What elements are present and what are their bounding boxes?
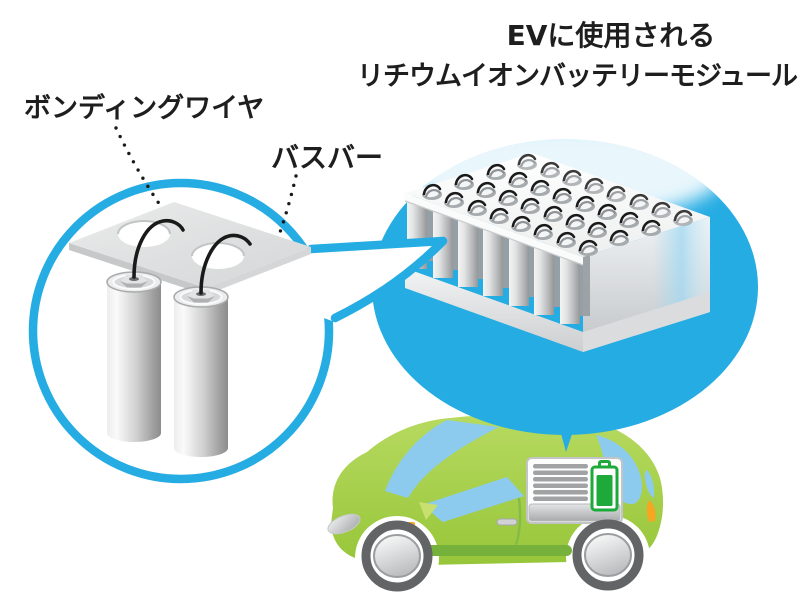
rear-window-sliver — [644, 470, 655, 498]
windshield-window — [385, 420, 499, 498]
ev-car-icon — [327, 414, 664, 600]
battery-level-icon — [590, 460, 619, 512]
bonding-wire-icon — [132, 218, 185, 279]
bonding-wire-icon — [199, 233, 252, 295]
headlight-icon — [327, 513, 361, 535]
tail-light-icon — [646, 500, 656, 522]
door-sill — [426, 545, 572, 556]
magnifier-circle-callout — [28, 178, 448, 484]
grille-stripes — [533, 464, 588, 501]
side-window — [425, 477, 524, 522]
callout-tail-top-edge — [306, 236, 448, 254]
label-busbar: バスバー — [271, 141, 384, 174]
wheel-icon — [361, 520, 433, 592]
module-tray — [405, 268, 583, 352]
module-plate-edge-line — [404, 200, 584, 266]
label-bonding-wire: ボンディングワイヤ — [24, 93, 265, 124]
diagram-title-line1: EVに使用される — [506, 19, 716, 52]
door-handle — [496, 518, 518, 526]
battery-cell-icon — [173, 286, 229, 458]
side-mirror — [419, 502, 438, 520]
door-seam — [514, 497, 522, 546]
module-plate-edge — [405, 193, 583, 265]
battery-pack-grille-icon — [526, 457, 623, 524]
leader-line-bonding-wire — [114, 126, 164, 210]
battery-module-icon — [404, 153, 710, 352]
module-cells-front-row — [407, 201, 580, 324]
battery-cell-icon — [106, 271, 162, 443]
callout-tail-fill — [258, 241, 443, 321]
callout-tail-bottom-edge — [330, 236, 448, 323]
module-tray-right-edge — [583, 292, 710, 352]
speech-bubble-callout — [372, 124, 758, 452]
diagram-title-line2: リチウムイオンバッテリーモジュール — [356, 61, 798, 92]
wheel-icon — [572, 519, 644, 591]
module-top-face — [405, 153, 710, 257]
